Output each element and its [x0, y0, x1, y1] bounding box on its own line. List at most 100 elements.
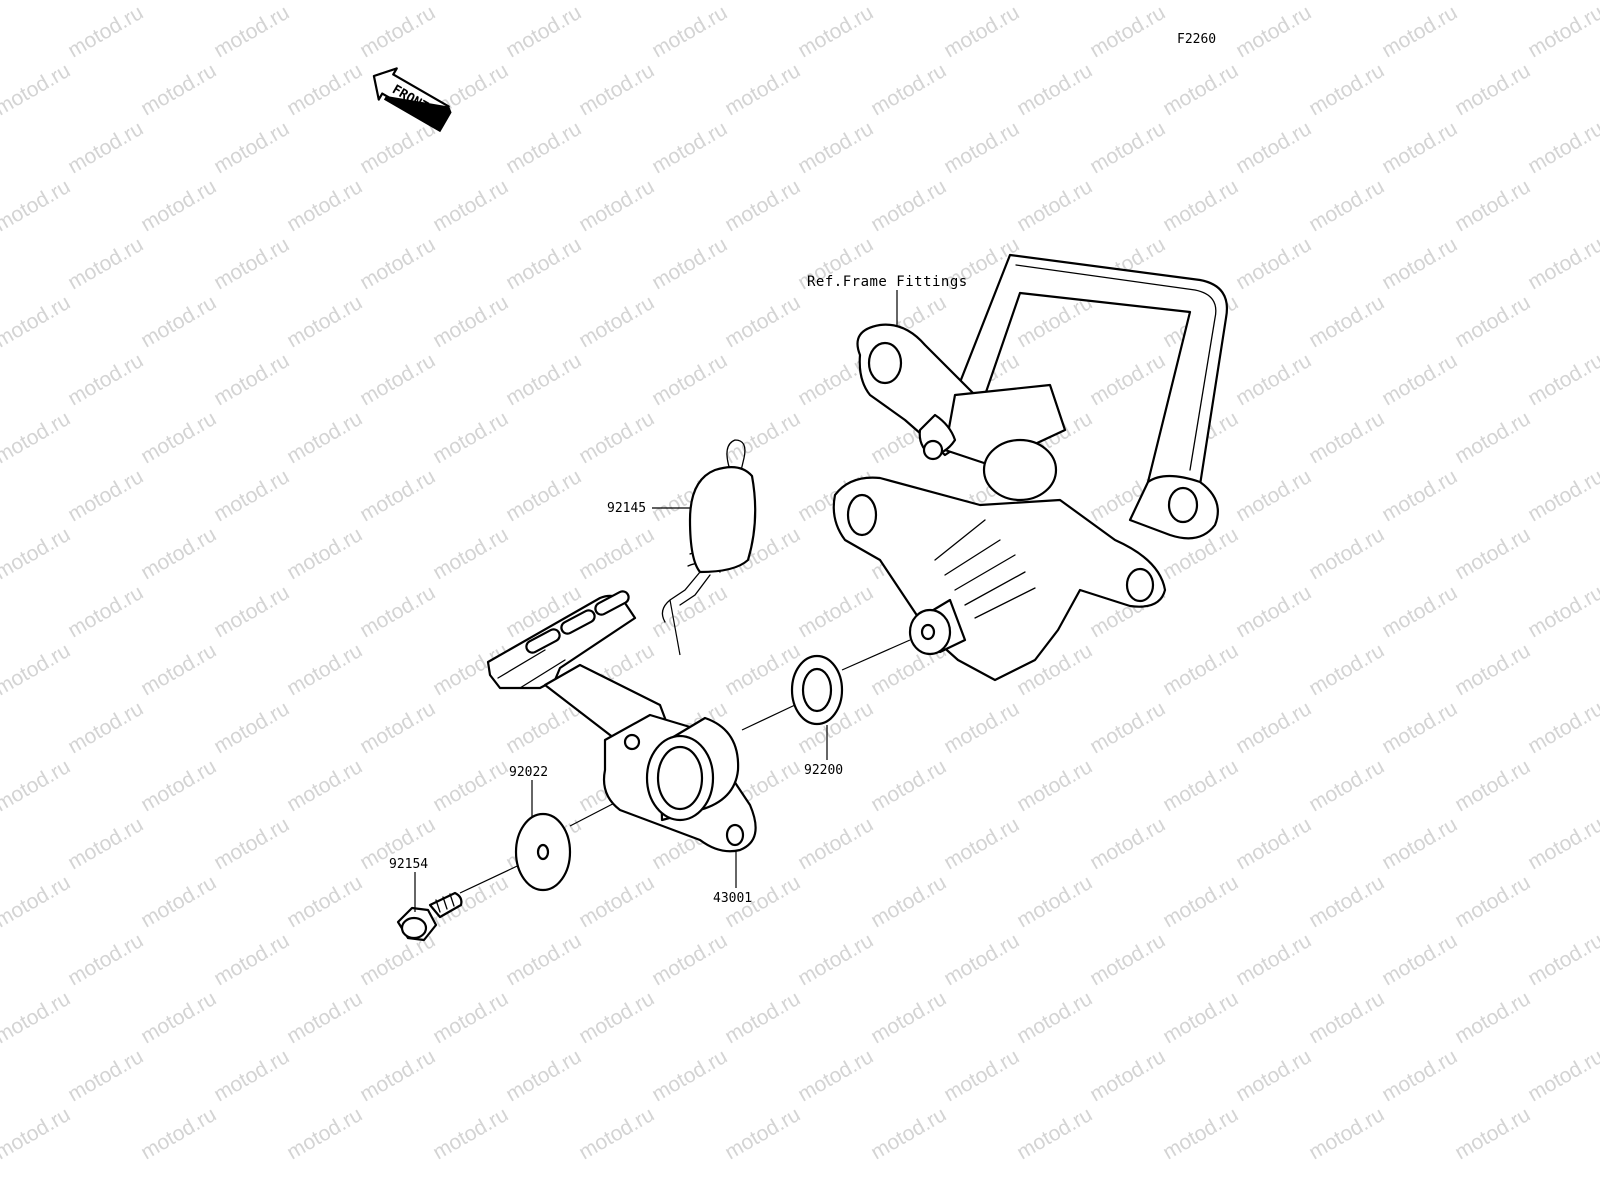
watermark-text: motod.ru [210, 233, 293, 294]
watermark-text: motod.ru [867, 1103, 950, 1164]
watermark-text: motod.ru [794, 1045, 877, 1106]
watermark-text: motod.ru [1524, 1, 1600, 62]
watermark-text: motod.ru [137, 639, 220, 700]
watermark-text: motod.ru [1013, 871, 1096, 932]
watermark-text: motod.ru [794, 581, 877, 642]
watermark-text: motod.ru [210, 349, 293, 410]
watermark-text: motod.ru [1159, 639, 1242, 700]
watermark-text: motod.ru [867, 871, 950, 932]
watermark-text: motod.ru [356, 1045, 439, 1106]
watermark-text: motod.ru [210, 581, 293, 642]
watermark-text: motod.ru [283, 291, 366, 352]
watermark-text: motod.ru [1524, 813, 1600, 874]
watermark-text: motod.ru [1451, 0, 1534, 4]
watermark-text: motod.ru [502, 1045, 585, 1106]
watermark-text: motod.ru [356, 349, 439, 410]
watermark-text: motod.ru [429, 523, 512, 584]
watermark-text: motod.ru [721, 59, 804, 120]
watermark-text: motod.ru [1013, 0, 1096, 4]
watermark-text: motod.ru [502, 1, 585, 62]
watermark-text: motod.ru [429, 0, 512, 4]
watermark-text: motod.ru [575, 523, 658, 584]
watermark-text: motod.ru [356, 233, 439, 294]
watermark-text: motod.ru [1524, 349, 1600, 410]
watermark-text: motod.ru [1378, 233, 1461, 294]
watermark-text: motod.ru [137, 755, 220, 816]
label-92145: 92145 [607, 501, 646, 516]
watermark-text: motod.ru [137, 987, 220, 1048]
watermark-text: motod.ru [1159, 0, 1242, 4]
watermark-text: motod.ru [0, 523, 74, 584]
watermark-text: motod.ru [1378, 1045, 1461, 1106]
watermark-text: motod.ru [721, 0, 804, 4]
watermark-text: motod.ru [1451, 291, 1534, 352]
watermark-text: motod.ru [137, 291, 220, 352]
watermark-text: motod.ru [1305, 59, 1388, 120]
washer-92022 [514, 812, 572, 892]
watermark-text: motod.ru [1378, 1, 1461, 62]
watermark-text: motod.ru [867, 987, 950, 1048]
frame-fittings-bracket [832, 253, 1229, 682]
watermark-text: motod.ru [1232, 581, 1315, 642]
watermark-text: motod.ru [64, 813, 147, 874]
watermark-text: motod.ru [1305, 755, 1388, 816]
watermark-text: motod.ru [1451, 175, 1534, 236]
label-43001: 43001 [713, 891, 752, 906]
watermark-text: motod.ru [575, 987, 658, 1048]
watermark-text: motod.ru [1524, 117, 1600, 178]
watermark-text: motod.ru [0, 987, 74, 1048]
watermark-text: motod.ru [64, 233, 147, 294]
watermark-text: motod.ru [648, 929, 731, 990]
watermark-text: motod.ru [283, 175, 366, 236]
watermark-text: motod.ru [1086, 1, 1169, 62]
watermark-text: motod.ru [1451, 59, 1534, 120]
label-92154: 92154 [389, 857, 428, 872]
watermark-text: motod.ru [1159, 175, 1242, 236]
watermark-text: motod.ru [0, 175, 74, 236]
watermark-text: motod.ru [1378, 697, 1461, 758]
watermark-text: motod.ru [0, 407, 74, 468]
watermark-text: motod.ru [648, 117, 731, 178]
watermark-text: motod.ru [0, 291, 74, 352]
watermark-text: motod.ru [1086, 1045, 1169, 1106]
watermark-text: motod.ru [867, 0, 950, 4]
watermark-text: motod.ru [1232, 1, 1315, 62]
watermark-text: motod.ru [721, 175, 804, 236]
watermark-text: motod.ru [283, 871, 366, 932]
watermark-text: motod.ru [648, 1, 731, 62]
watermark-text: motod.ru [283, 755, 366, 816]
watermark-text: motod.ru [283, 987, 366, 1048]
watermark-text: motod.ru [283, 0, 366, 4]
watermark-text: motod.ru [648, 233, 731, 294]
watermark-text: motod.ru [283, 59, 366, 120]
watermark-text: motod.ru [575, 0, 658, 4]
watermark-text: motod.ru [64, 929, 147, 990]
watermark-text: motod.ru [283, 407, 366, 468]
watermark-text: motod.ru [1159, 871, 1242, 932]
watermark-text: motod.ru [721, 1103, 804, 1164]
watermark-text: motod.ru [429, 1103, 512, 1164]
watermark-text: motod.ru [429, 291, 512, 352]
watermark-text: motod.ru [1378, 349, 1461, 410]
watermark-text: motod.ru [210, 697, 293, 758]
watermark-text: motod.ru [137, 175, 220, 236]
watermark-text: motod.ru [1159, 59, 1242, 120]
watermark-text: motod.ru [1378, 465, 1461, 526]
watermark-text: motod.ru [1305, 523, 1388, 584]
watermark-text: motod.ru [1159, 987, 1242, 1048]
watermark-text: motod.ru [1451, 1103, 1534, 1164]
watermark-text: motod.ru [1451, 755, 1534, 816]
watermark-text: motod.ru [575, 175, 658, 236]
label-92200: 92200 [804, 763, 843, 778]
watermark-text: motod.ru [648, 581, 731, 642]
axis-line-shaft [841, 639, 911, 671]
watermark-text: motod.ru [429, 175, 512, 236]
watermark-text: motod.ru [1013, 755, 1096, 816]
watermark-text: motod.ru [1086, 697, 1169, 758]
watermark-text: motod.ru [64, 581, 147, 642]
watermark-text: motod.ru [1159, 755, 1242, 816]
watermark-text: motod.ru [721, 291, 804, 352]
watermark-text: motod.ru [137, 871, 220, 932]
brake-pedal-43001 [486, 590, 757, 853]
